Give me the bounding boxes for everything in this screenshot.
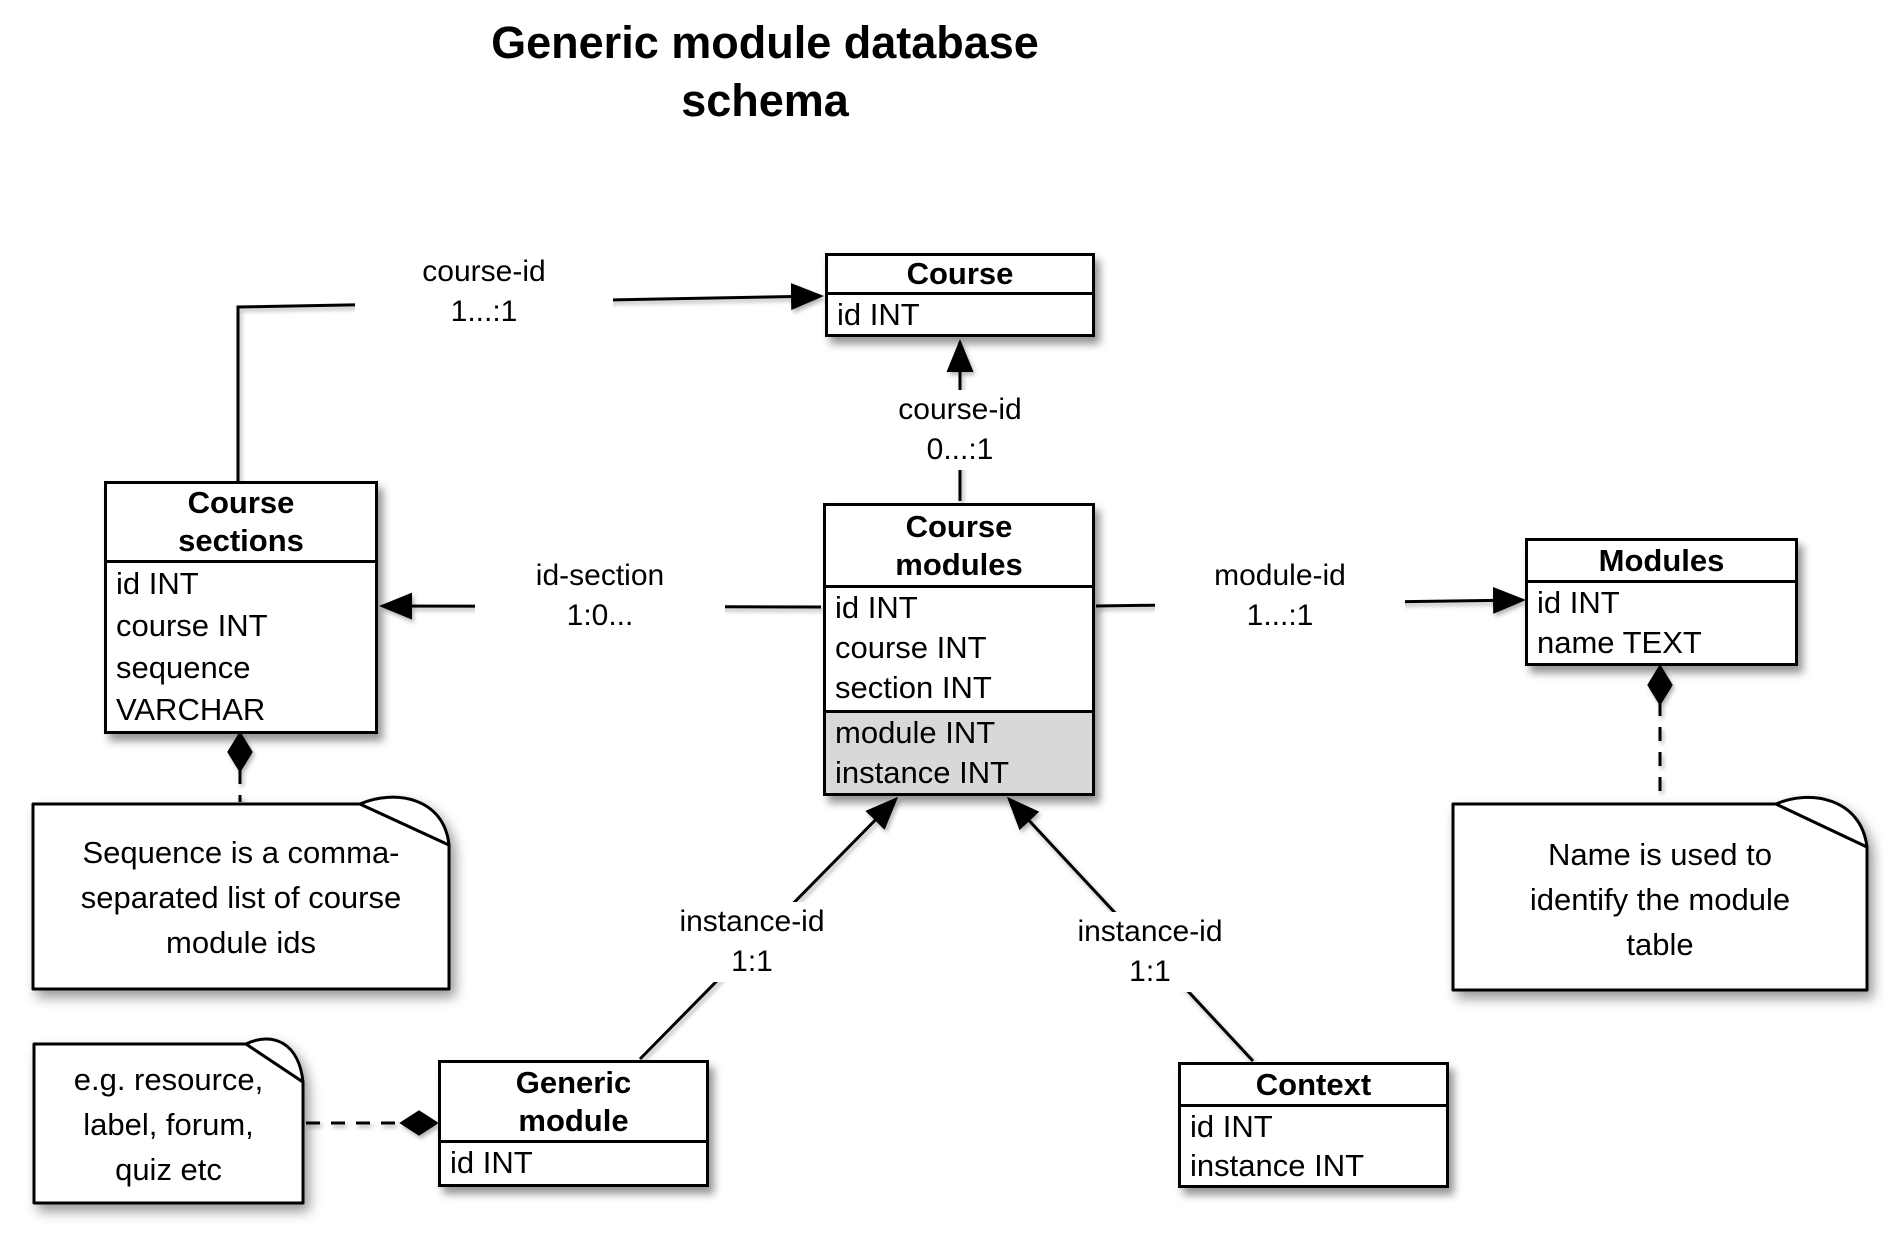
relationship-label-cmodules-sections: id-section 1:0...: [475, 556, 725, 636]
cardinality: 1...:1: [450, 295, 518, 328]
entity-modules-title: Modules: [1528, 541, 1795, 583]
field: sequence VARCHAR: [116, 650, 266, 727]
entity-course-modules: Course modules id INT course INT section…: [823, 503, 1095, 796]
connector-sections-to-course: [236, 283, 824, 483]
entity-generic-module: Generic module id INT: [438, 1060, 709, 1187]
entity-modules: Modules id INT name TEXT: [1525, 538, 1798, 666]
cardinality: 0...:1: [926, 433, 994, 466]
field: id INT: [835, 590, 918, 625]
relationship-label-sections-course: course-id 1...:1: [355, 252, 613, 332]
entity-context-title: Context: [1181, 1065, 1446, 1107]
note-sequence: Sequence is a comma- separated list of c…: [80, 835, 402, 960]
entity-course-sections: Course sections id INT course INT sequen…: [104, 481, 378, 734]
relationship-label-context-cmodules: instance-id 1:1: [1025, 912, 1275, 992]
field: id INT: [1190, 1109, 1273, 1144]
note-fold-eg: [244, 1037, 305, 1084]
entity-context: Context id INT instance INT: [1178, 1062, 1449, 1188]
diagram-title-line1: Generic module database: [491, 17, 1039, 68]
entity-course-modules-title: Course modules: [826, 506, 1092, 588]
note-shape-name: [1451, 802, 1869, 992]
diagram-title-line2: schema: [681, 75, 849, 126]
field: instance INT: [1190, 1148, 1365, 1183]
diamond-sections: [227, 731, 253, 773]
cardinality: 1:0...: [566, 599, 634, 632]
note-shape-sequence: [31, 802, 451, 991]
field: section INT: [835, 670, 992, 705]
field: id INT: [837, 297, 920, 332]
highlighted-field-group: module INT instance INT: [826, 710, 1092, 793]
relationship-label-generic-cmodules: instance-id 1:1: [627, 902, 877, 982]
note-eg: e.g. resource, label, forum, quiz etc: [73, 1062, 264, 1187]
field: course INT: [835, 630, 987, 665]
entity-course-title: Course: [828, 256, 1092, 295]
field: name TEXT: [1537, 625, 1702, 660]
note-fold-name: [1774, 796, 1869, 849]
field: id INT: [450, 1145, 533, 1180]
field: course INT: [116, 608, 268, 643]
diamond-modules: [1647, 664, 1673, 706]
note-name: Name is used to identify the module tabl…: [1529, 836, 1791, 962]
note-fold-sequence: [358, 795, 451, 847]
diagram-title: Generic module database schema: [265, 14, 1265, 130]
cardinality: 1:1: [731, 945, 773, 978]
entity-generic-module-title: Generic module: [441, 1063, 706, 1143]
relationship-label-cmodules-modules: module-id 1...:1: [1155, 556, 1405, 636]
relationship-label-cmodules-course: course-id 0...:1: [840, 390, 1080, 470]
field-highlighted: module INT: [835, 715, 996, 750]
field-highlighted: instance INT: [835, 755, 1010, 790]
diamond-generic: [399, 1110, 439, 1136]
field: id INT: [1537, 585, 1620, 620]
entity-course: Course id INT: [825, 253, 1095, 337]
cardinality: 1...:1: [1246, 599, 1314, 632]
entity-course-sections-title: Course sections: [107, 484, 375, 563]
note-shape-eg: [32, 1042, 305, 1205]
cardinality: 1:1: [1129, 955, 1171, 988]
field: id INT: [116, 566, 199, 601]
